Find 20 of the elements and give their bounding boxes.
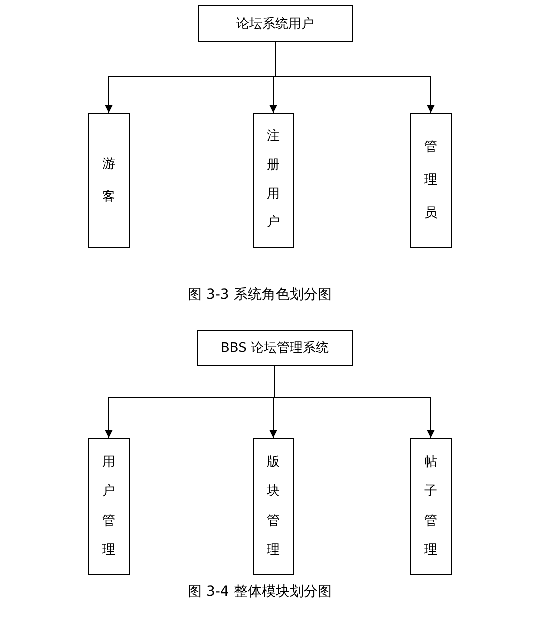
module-box: [88, 438, 130, 575]
module-box: [88, 113, 130, 248]
figure-caption: 图 3-4 整体模块划分图: [188, 583, 332, 601]
box-label: 用户管理: [102, 454, 116, 560]
module-box: [253, 113, 294, 248]
box-label: 版块管理: [266, 454, 280, 560]
arrow: [274, 366, 435, 438]
box-label: 管理员: [424, 139, 438, 223]
figure-caption: 图 3-3 系统角色划分图: [188, 286, 332, 304]
root-box: [198, 5, 353, 42]
module-box: [410, 113, 452, 248]
module-box: [253, 438, 294, 575]
box-label: 论坛系统用户: [236, 16, 314, 32]
box-label: BBS 论坛管理系统: [221, 340, 329, 357]
box-label: 注册用户: [266, 128, 280, 232]
arrow: [275, 42, 435, 114]
box-label: 帖子管理: [424, 454, 438, 560]
root-box: [197, 330, 353, 366]
module-box: [410, 438, 452, 575]
box-label: 游客: [102, 156, 116, 206]
